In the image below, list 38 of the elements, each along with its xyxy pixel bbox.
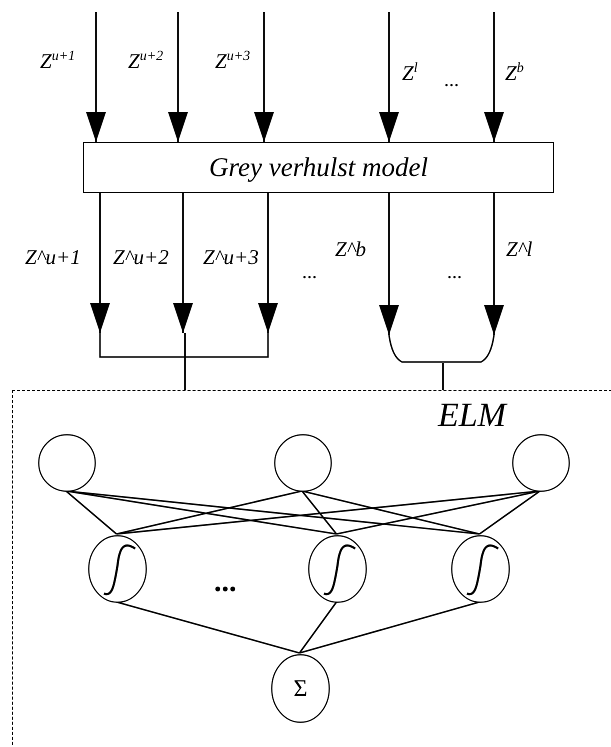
connection-line [298, 602, 338, 654]
ellipsis: ... [302, 262, 317, 282]
connection-line [301, 490, 338, 534]
region-title: ELM [438, 399, 506, 433]
connection-line [184, 333, 186, 390]
arrow [90, 193, 110, 333]
hidden-neuron [451, 535, 510, 603]
connection-line [479, 490, 540, 535]
ellipsis: ... [214, 567, 236, 597]
model-box [83, 142, 554, 193]
arrow [379, 12, 399, 142]
hidden-neuron [88, 535, 147, 603]
ellipsis: ... [447, 262, 462, 282]
connection-line [442, 363, 444, 390]
arrow [484, 193, 504, 335]
arrow [168, 12, 188, 142]
connection-line [116, 490, 302, 535]
input-neuron [274, 434, 332, 492]
bracket [98, 333, 270, 358]
bracket [387, 335, 496, 363]
hidden-neuron [308, 535, 367, 603]
input-neuron [38, 434, 96, 492]
arrow [379, 193, 399, 335]
ellipsis: ... [444, 70, 459, 90]
connection-line [116, 601, 300, 654]
connection-line [65, 490, 118, 535]
connection-line [336, 490, 540, 535]
arrow [86, 12, 106, 142]
connection-line [299, 601, 480, 654]
output-neuron [271, 654, 330, 723]
arrow [254, 12, 274, 142]
arrow [173, 193, 193, 333]
input-neuron [512, 434, 570, 492]
elm-region [12, 390, 611, 747]
sum-symbol: Σ [294, 676, 308, 700]
box-label: Grey verhulst model [209, 152, 428, 183]
arrow [484, 12, 504, 142]
arrow [258, 193, 278, 333]
